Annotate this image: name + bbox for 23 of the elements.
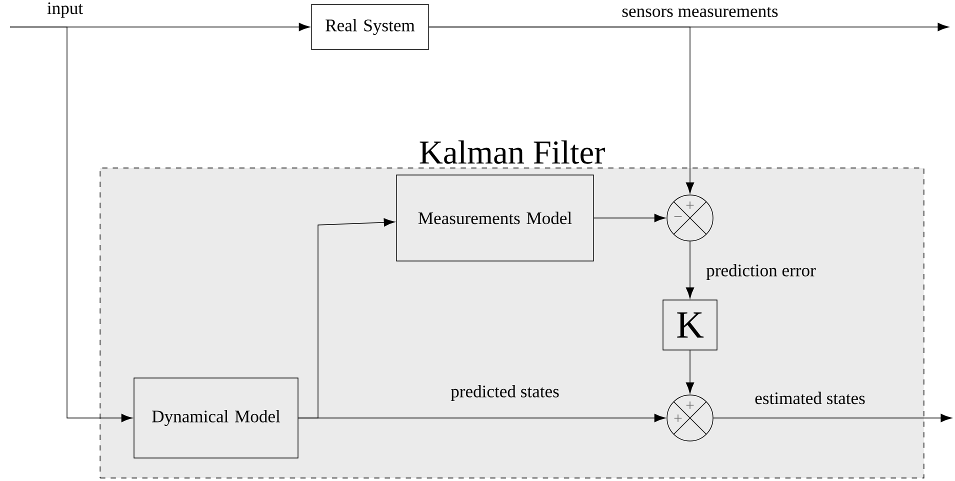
- gain-box: K: [662, 300, 718, 350]
- edge-label: input: [45, 0, 85, 20]
- arrow: [686, 241, 694, 298]
- sign-label: +: [674, 414, 682, 422]
- sign-label: +: [686, 202, 694, 209]
- summing-junction: [666, 194, 714, 242]
- sign-label: −: [674, 216, 682, 217]
- edge-label: predicted states: [448, 383, 562, 403]
- arrow: [713, 414, 952, 422]
- sign-label: +: [686, 402, 694, 409]
- node-label: Kalman Filter: [420, 140, 605, 164]
- arrow: [594, 214, 666, 222]
- edge-label: sensors measurements: [620, 5, 780, 19]
- summing-junction: [666, 394, 714, 442]
- process-box: Measurements Model: [396, 174, 594, 262]
- edge-label: estimated states: [752, 390, 868, 406]
- process-box: Real System: [311, 4, 429, 50]
- arrow: [686, 350, 694, 394]
- arrow: [428, 26, 694, 194]
- arrow: [10, 26, 132, 422]
- arrow: [298, 414, 666, 422]
- process-box: Dynamical Model: [134, 378, 298, 458]
- edge-label: prediction error: [704, 262, 818, 282]
